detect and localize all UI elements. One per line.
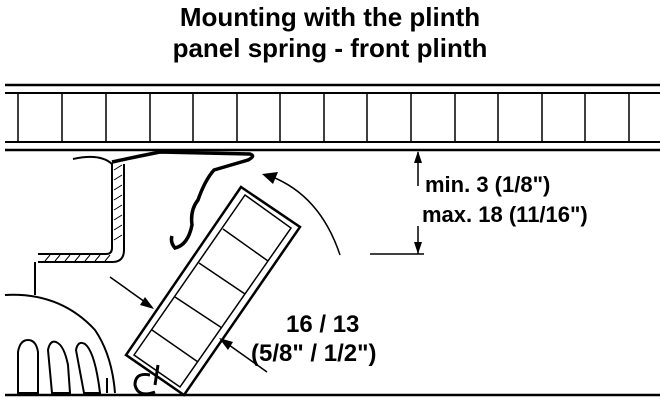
title-line-1: Mounting with the plinth [179, 2, 481, 32]
plinth-panel [124, 185, 302, 397]
title-line-2: panel spring - front plinth [172, 33, 488, 63]
mounting-bracket [34, 155, 125, 295]
cabinet-leg [4, 293, 116, 394]
gap-min-label: min. 3 (1/8") [425, 172, 551, 197]
plinth-panel-spring [111, 150, 255, 250]
plinth-clip [133, 364, 160, 396]
thickness-metric-label: 16 / 13 [286, 311, 360, 338]
gap-max-label: max. 18 (11/16") [422, 202, 588, 227]
gap-dimension [370, 151, 424, 255]
thickness-imperial-label: (5/8" / 1/2") [251, 340, 377, 367]
thickness-dimension [109, 276, 268, 373]
diagram-title: Mounting with the plinth panel spring - … [0, 2, 660, 64]
cabinet-bottom-panel [5, 83, 660, 152]
swing-arc [269, 175, 341, 256]
arc-arrowhead [262, 172, 278, 184]
